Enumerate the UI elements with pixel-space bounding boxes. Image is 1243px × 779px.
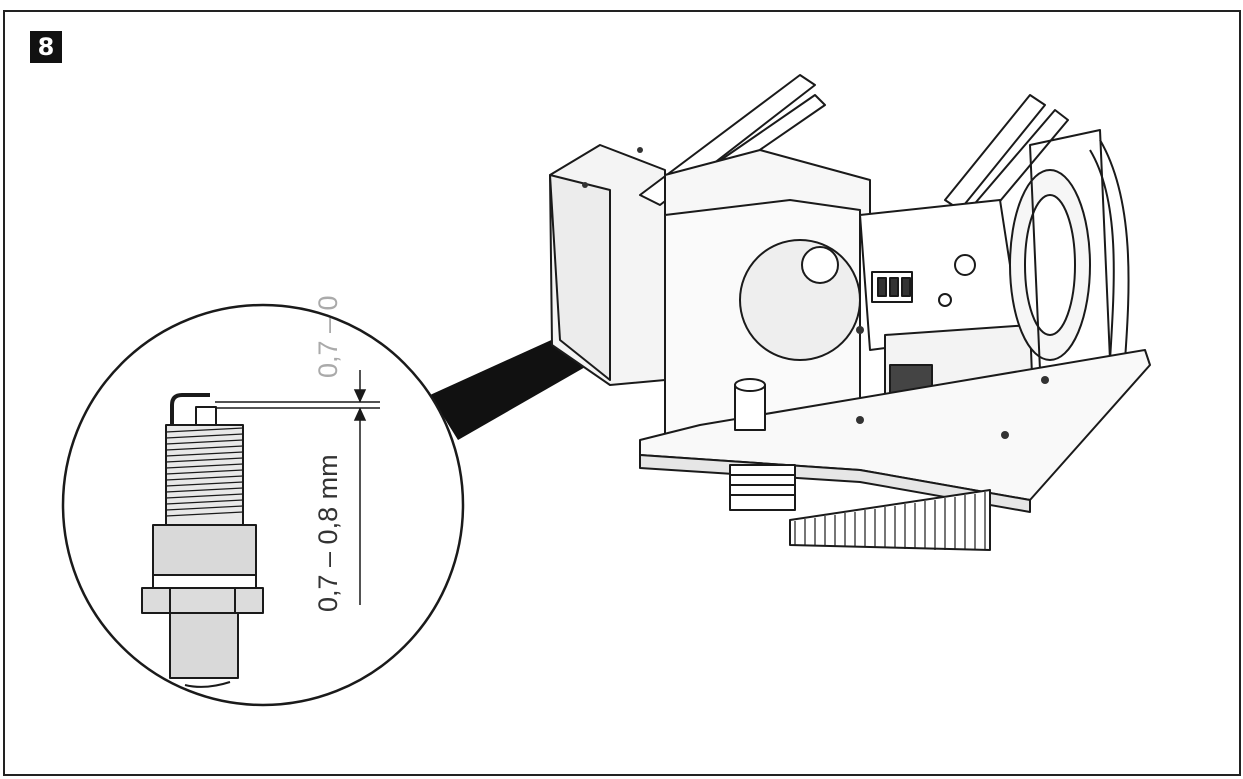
generator-assembly-illustration bbox=[549, 74, 1151, 551]
magnifier-circle bbox=[61, 303, 465, 707]
spark-plug-illustration bbox=[141, 393, 264, 688]
electrode-gap-label: 0,7 – 0,8 mm bbox=[313, 454, 343, 612]
electrode-gap-label-echo: 0,7 – 0 bbox=[313, 295, 343, 378]
step-number-badge: 8 bbox=[30, 31, 62, 63]
figure-border bbox=[3, 10, 1241, 776]
gap-dimension-lines bbox=[215, 370, 380, 605]
